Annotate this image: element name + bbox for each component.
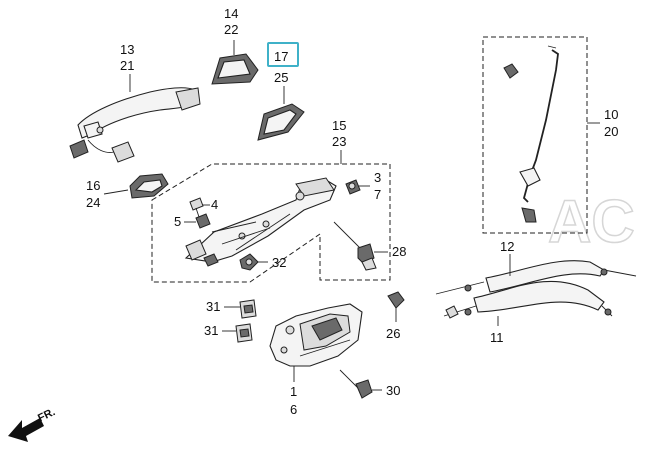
callout-32: 32 [272,255,286,270]
clip-31-upper[interactable] [239,299,257,319]
callout-25: 25 [274,70,288,85]
direction-label: FR. [36,406,57,425]
callout-26: 26 [386,326,400,341]
callout-30: 30 [386,383,400,398]
callout-15: 15 [332,118,346,133]
callout-22: 22 [224,22,238,37]
callout-6: 6 [290,402,297,417]
callout-5: 5 [174,214,181,229]
callout-10: 10 [604,107,618,122]
handle-base-pad[interactable] [129,173,169,199]
callout-20: 20 [604,124,618,139]
callout-7: 7 [374,187,381,202]
watermark-text: AC [548,188,635,255]
screw-28[interactable] [333,221,377,271]
callout-14: 14 [224,6,238,21]
callout-4: 4 [211,197,218,212]
screw-30[interactable] [339,369,373,399]
rod-boundary [482,36,588,234]
handle-frame-bracket[interactable] [184,177,337,267]
outer-door-handle[interactable] [69,87,201,163]
highlight-box-17 [267,42,299,67]
key-cylinder-cap[interactable] [211,53,259,85]
callout-13: 13 [120,42,134,57]
callout-17[interactable]: 17 [274,49,288,64]
front-direction-arrow-icon [8,418,44,442]
screw-3-7[interactable] [345,179,361,195]
callout-3: 3 [374,170,381,185]
callout-12: 12 [500,239,514,254]
inside-door-handle[interactable] [269,303,363,367]
callout-21: 21 [120,58,134,73]
handle-cover[interactable] [257,103,305,141]
callout-24: 24 [86,195,100,210]
callout-23: 23 [332,134,346,149]
door-cables[interactable] [435,260,637,319]
clip-26[interactable] [387,291,405,322]
assembly-boundary [151,163,391,283]
callout-11: 11 [490,330,504,345]
callout-31-lower: 31 [204,323,218,338]
leader-16 [103,189,129,195]
callout-1: 1 [290,384,297,399]
clip-31-lower[interactable] [235,323,253,343]
lock-rod[interactable] [503,45,559,223]
callout-31-upper: 31 [206,299,220,314]
callout-16: 16 [86,178,100,193]
nut-5[interactable] [195,213,211,229]
clip-32[interactable] [239,253,259,271]
callout-28: 28 [392,244,406,259]
